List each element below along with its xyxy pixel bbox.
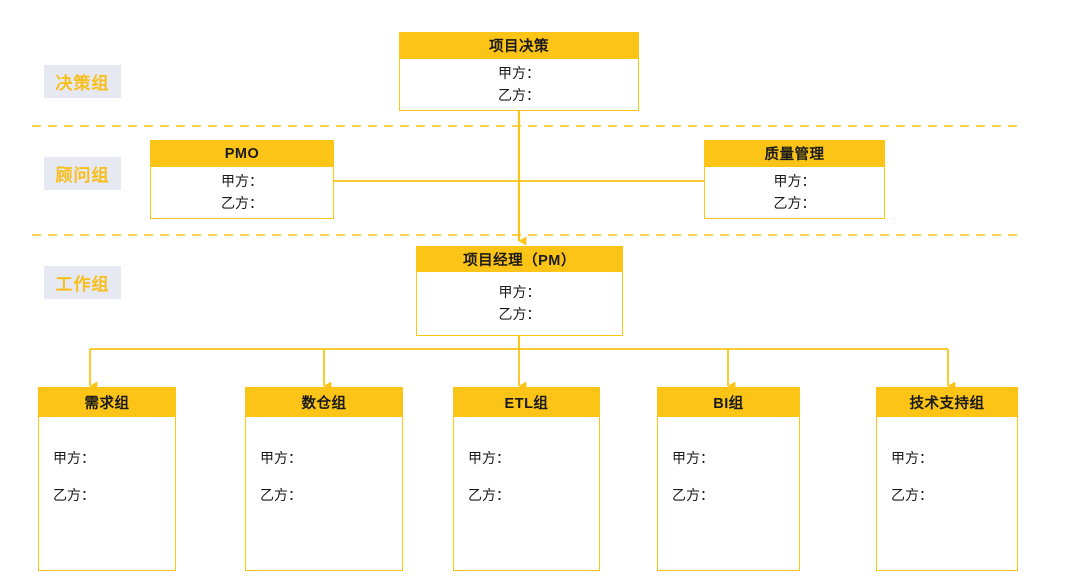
node-warehouse[interactable]: 数仓组 甲方： 乙方： xyxy=(245,387,403,571)
node-bi[interactable]: BI组 甲方： 乙方： xyxy=(657,387,800,571)
node-decision[interactable]: 项目决策 甲方： 乙方： xyxy=(399,32,639,111)
tier-badge-advisory-label: 顾问组 xyxy=(55,166,110,185)
tier-badge-decision: 决策组 xyxy=(44,65,121,98)
node-etl-title: ETL组 xyxy=(453,387,600,417)
node-support-party-a: 甲方： xyxy=(891,450,933,466)
node-etl-body: 甲方： 乙方： xyxy=(453,417,600,571)
tier-badge-decision-label: 决策组 xyxy=(55,74,110,93)
node-etl-party-a: 甲方： xyxy=(468,450,510,466)
node-pm-body: 甲方： 乙方： xyxy=(416,272,623,336)
node-quality-title: 质量管理 xyxy=(704,140,885,167)
node-warehouse-party-a: 甲方： xyxy=(260,450,302,466)
node-decision-title: 项目决策 xyxy=(399,32,639,59)
node-pm-party-b: 乙方： xyxy=(498,305,541,322)
node-warehouse-title: 数仓组 xyxy=(245,387,403,417)
node-requirements-party-b: 乙方： xyxy=(53,487,95,504)
node-warehouse-body: 甲方： 乙方： xyxy=(245,417,403,571)
node-pmo-title: PMO xyxy=(150,140,334,167)
node-decision-body: 甲方： 乙方： xyxy=(399,59,639,111)
node-etl-party-b: 乙方： xyxy=(468,487,510,504)
tier-badge-advisory: 顾问组 xyxy=(44,157,121,190)
node-bi-party-a: 甲方： xyxy=(672,450,714,466)
node-support-body: 甲方： 乙方： xyxy=(876,417,1018,571)
node-pm[interactable]: 项目经理（PM） 甲方： 乙方： xyxy=(416,246,623,336)
tier-badge-working: 工作组 xyxy=(44,266,121,299)
node-quality-party-a: 甲方： xyxy=(773,172,816,189)
node-decision-party-a: 甲方： xyxy=(498,64,540,81)
node-pmo[interactable]: PMO 甲方： 乙方： xyxy=(150,140,334,219)
node-pm-party-a: 甲方： xyxy=(498,283,541,300)
node-bi-title: BI组 xyxy=(657,387,800,417)
node-support[interactable]: 技术支持组 甲方： 乙方： xyxy=(876,387,1018,571)
node-decision-party-b: 乙方： xyxy=(498,86,540,103)
node-warehouse-party-b: 乙方： xyxy=(260,487,302,504)
node-quality[interactable]: 质量管理 甲方： 乙方： xyxy=(704,140,885,219)
node-quality-body: 甲方： 乙方： xyxy=(704,167,885,219)
node-requirements-body: 甲方： 乙方： xyxy=(38,417,176,571)
node-support-party-b: 乙方： xyxy=(891,487,933,504)
tier-badge-working-label: 工作组 xyxy=(55,275,110,294)
node-requirements[interactable]: 需求组 甲方： 乙方： xyxy=(38,387,176,571)
node-bi-party-b: 乙方： xyxy=(672,487,714,504)
node-pmo-party-a: 甲方： xyxy=(221,172,263,189)
node-support-title: 技术支持组 xyxy=(876,387,1018,417)
node-quality-party-b: 乙方： xyxy=(773,194,816,211)
node-pmo-body: 甲方： 乙方： xyxy=(150,167,334,219)
node-pm-title: 项目经理（PM） xyxy=(416,246,623,272)
node-requirements-title: 需求组 xyxy=(38,387,176,417)
node-pmo-party-b: 乙方： xyxy=(221,194,263,211)
node-requirements-party-a: 甲方： xyxy=(53,450,95,466)
node-etl[interactable]: ETL组 甲方： 乙方： xyxy=(453,387,600,571)
node-bi-body: 甲方： 乙方： xyxy=(657,417,800,571)
